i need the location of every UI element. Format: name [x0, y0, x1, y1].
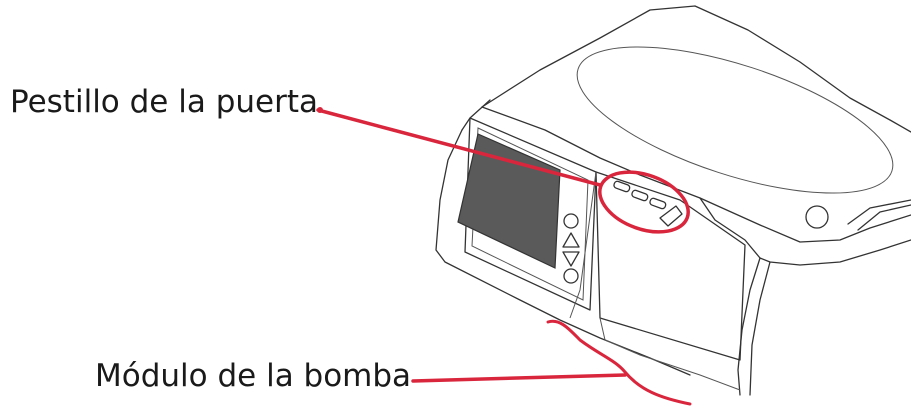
latch-highlight-ellipse	[598, 170, 690, 234]
latch-leader-dot	[317, 107, 323, 113]
door-latch-label: Pestillo de la puerta	[10, 84, 318, 120]
side-button-icon-2	[563, 268, 579, 284]
down-arrow-icon	[562, 251, 580, 267]
pump-module-label: Módulo de la bomba	[95, 358, 412, 394]
device-housing	[435, 5, 911, 396]
callouts	[316, 107, 692, 406]
top-button-icon	[805, 205, 829, 229]
side-button-icon	[563, 213, 579, 229]
top-recess	[576, 46, 894, 194]
door-latch	[613, 180, 683, 227]
display-screen	[457, 133, 561, 269]
latch-leader-line	[316, 108, 602, 187]
up-arrow-icon	[562, 232, 580, 248]
module-leader-line	[411, 373, 627, 383]
pump-door	[595, 171, 746, 361]
module-bracket	[546, 319, 692, 406]
